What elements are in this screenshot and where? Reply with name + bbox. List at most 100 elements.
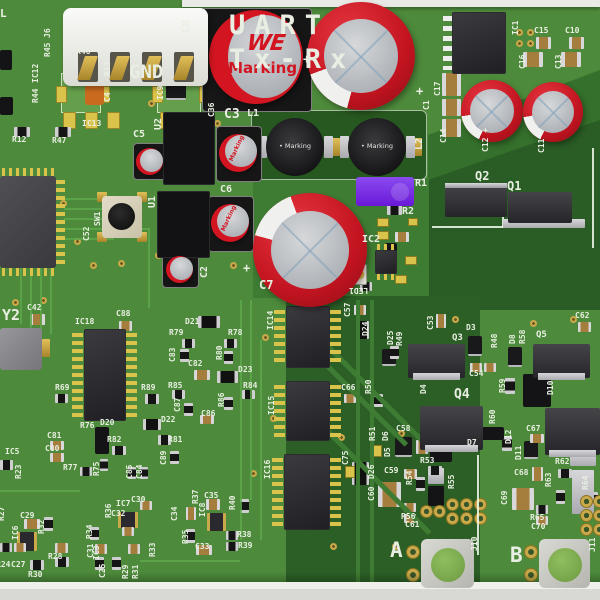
- silkscreen-label-d12: D12: [504, 429, 513, 444]
- silkscreen-label-d25: D25: [386, 330, 395, 345]
- mosfet-q1: [508, 192, 572, 223]
- component-c: [404, 503, 416, 512]
- silkscreen-label-c25: C25: [98, 563, 107, 578]
- silkscreen-label-ic2: IC2: [362, 234, 381, 245]
- component-tr: [40, 268, 42, 364]
- sw1-button: [108, 203, 135, 230]
- component-pad: [85, 112, 98, 129]
- component-rv: [502, 436, 512, 451]
- silkscreen-label-r34: R34: [85, 524, 94, 539]
- silkscreen-label-u2: U2: [153, 117, 164, 130]
- silkscreen-label-r51: R51: [368, 426, 377, 441]
- silkscreen-label-q2: Q2: [475, 169, 490, 183]
- silkscreen-label-d4: D4: [419, 384, 428, 394]
- silkscreen-label-ic12: IC12: [31, 63, 40, 83]
- silkscreen-label-r36: R36: [104, 503, 113, 518]
- component-c: [354, 305, 366, 315]
- component-via: [527, 40, 534, 47]
- cap-top-silver: [532, 91, 574, 133]
- component-ring: [420, 505, 433, 518]
- component-r: [226, 531, 238, 540]
- component-c: [24, 519, 40, 529]
- silkscreen-label-c12: C12 +: [481, 127, 490, 152]
- component-via: [530, 320, 537, 327]
- silkscreen-label-r45: R45: [43, 42, 52, 57]
- component-c: [470, 363, 482, 372]
- silkscreen-label-c82: C82: [188, 359, 203, 368]
- sw1-pad: [137, 232, 147, 242]
- component-ring: [593, 509, 600, 522]
- electrolytic-cap-top: [294, 0, 428, 123]
- ic-ic1: [452, 12, 506, 74]
- component-c: [512, 488, 534, 510]
- component-ring: [593, 523, 600, 536]
- silkscreen-label-c13: C13: [554, 54, 563, 69]
- inductor-l1: • Marking: [266, 118, 324, 176]
- component-c: [186, 507, 196, 520]
- component-rv: [390, 346, 399, 359]
- silkscreen-label-r58: R58: [518, 329, 527, 344]
- component-ring: [460, 498, 473, 511]
- silkscreen-label-c17: C17: [433, 81, 442, 96]
- silkscreen-label-r37: R37: [191, 489, 200, 504]
- component-c: [536, 37, 551, 49]
- component-pad: [152, 86, 163, 103]
- electrolytic-cap-c12: [450, 69, 534, 153]
- silkscreen-label-r2: R2: [402, 206, 415, 217]
- silkscreen-label-c53: C53: [426, 315, 435, 330]
- component-c: [128, 544, 140, 554]
- silkscreen-label-r33: R33: [148, 542, 157, 557]
- silkscreen-label-r47: R47: [52, 136, 67, 145]
- ic-ic16: [284, 454, 330, 530]
- component-via: [392, 543, 399, 550]
- silkscreen-label-: +: [303, 52, 311, 66]
- silkscreen-label-r64: R64: [581, 475, 590, 490]
- switch-a-button: [431, 548, 465, 582]
- silkscreen-label-r31: R31: [131, 564, 140, 579]
- silkscreen-label-: +: [416, 84, 424, 98]
- silkscreen-label-r56: R56: [401, 512, 416, 521]
- inductor-terminal: [406, 136, 415, 158]
- silkscreen-label-j11: J11: [588, 537, 597, 552]
- component-ring: [406, 545, 420, 559]
- silkscreen-label-r27: R27: [0, 506, 6, 521]
- component-rv: [128, 467, 136, 479]
- component-r: [428, 466, 442, 475]
- component-tr: [20, 268, 22, 324]
- silkscreen-label-d26: D26: [367, 464, 376, 479]
- component-y: [377, 218, 389, 227]
- component-via: [262, 334, 269, 341]
- silkscreen-label-r13: R13: [103, 61, 112, 76]
- silkscreen-label-c61: C61: [405, 520, 420, 529]
- ic15-pins-right: [330, 385, 341, 439]
- silkscreen-label-ic8: IC8: [198, 502, 207, 517]
- silkscreen-label-ic13: IC13: [82, 119, 102, 128]
- inductor-l2: • Marking: [348, 118, 406, 176]
- silkscreen-label-a: A: [390, 538, 403, 562]
- component-tr: [50, 268, 52, 334]
- component-r: [30, 560, 44, 570]
- silkscreen-label-r23: R23: [14, 464, 23, 479]
- silkscreen-label-c1: C1: [422, 100, 431, 110]
- component-y: [377, 231, 389, 240]
- component-tr: [0, 490, 80, 492]
- component-via: [250, 470, 257, 477]
- component-tr2: [356, 300, 360, 588]
- component-rv: [186, 529, 195, 543]
- silkscreen-label-d7: D7: [467, 438, 477, 447]
- silkscreen-label-r78: R78: [228, 328, 243, 337]
- mosfet-tab: [412, 373, 461, 380]
- silkscreen-label-c75: C75: [341, 450, 350, 465]
- silkscreen-label-r82: R82: [107, 435, 122, 444]
- silkscreen-label-c69: C69: [500, 490, 509, 505]
- silkscreen-label-c70: C70: [531, 522, 546, 531]
- component-ring: [580, 495, 593, 508]
- component-wl: [432, 226, 518, 228]
- component-c: [122, 527, 134, 536]
- silkscreen-label-q1: Q1: [507, 179, 522, 193]
- inductor-pad: [414, 138, 422, 156]
- component-c: [569, 37, 584, 49]
- component-tr: [64, 208, 136, 210]
- component-rv: [112, 557, 121, 570]
- component-via: [90, 262, 97, 269]
